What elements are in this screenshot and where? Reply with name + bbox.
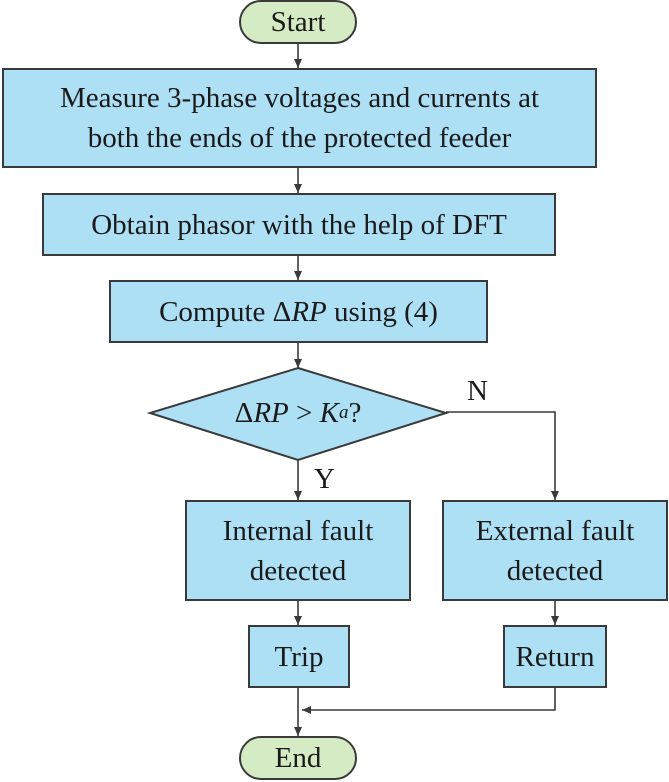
external-line1: External fault xyxy=(475,514,635,547)
compute-var: RP xyxy=(291,295,327,328)
decision-k: K xyxy=(319,396,339,429)
internal-line1: Internal fault xyxy=(222,514,374,547)
decision-op: > xyxy=(288,396,320,429)
measure-step-line2: both the ends of the protected feeder xyxy=(87,122,512,154)
internal-line2: detected xyxy=(249,554,347,587)
end-terminal: End xyxy=(239,736,357,780)
return-label: Return xyxy=(515,640,595,673)
decision-q: ? xyxy=(348,396,362,429)
compute-suffix: using (4) xyxy=(326,295,438,328)
start-label: Start xyxy=(270,5,326,38)
compute-step-label: Compute ΔRP using (4) xyxy=(159,292,438,332)
dft-step: Obtain phasor with the help of DFT xyxy=(42,193,556,256)
measure-step-line1: Measure 3-phase voltages and currents at xyxy=(59,82,540,114)
external-line2: detected xyxy=(506,554,604,587)
measure-step: Measure 3-phase voltages and currents at… xyxy=(2,68,597,168)
decision-delta: Δ xyxy=(234,396,254,429)
external-fault-box: External fault detected xyxy=(442,500,668,601)
decision-sub: a xyxy=(338,402,349,423)
decision-var: RP xyxy=(253,396,289,429)
arrow-return-to-merge xyxy=(302,688,556,714)
no-label: N xyxy=(467,375,488,407)
arrow-decision-to-external xyxy=(446,411,559,500)
end-label: End xyxy=(274,741,322,774)
dft-step-label: Obtain phasor with the help of DFT xyxy=(91,208,507,241)
internal-fault-box: Internal fault detected xyxy=(185,500,411,601)
compute-prefix: Compute Δ xyxy=(159,295,292,328)
compute-step: Compute ΔRP using (4) xyxy=(109,280,488,343)
yes-label: Y xyxy=(314,463,335,495)
trip-box: Trip xyxy=(248,625,350,688)
start-terminal: Start xyxy=(239,0,357,44)
trip-label: Trip xyxy=(274,640,324,673)
return-box: Return xyxy=(503,625,607,688)
decision-diamond xyxy=(146,366,450,462)
